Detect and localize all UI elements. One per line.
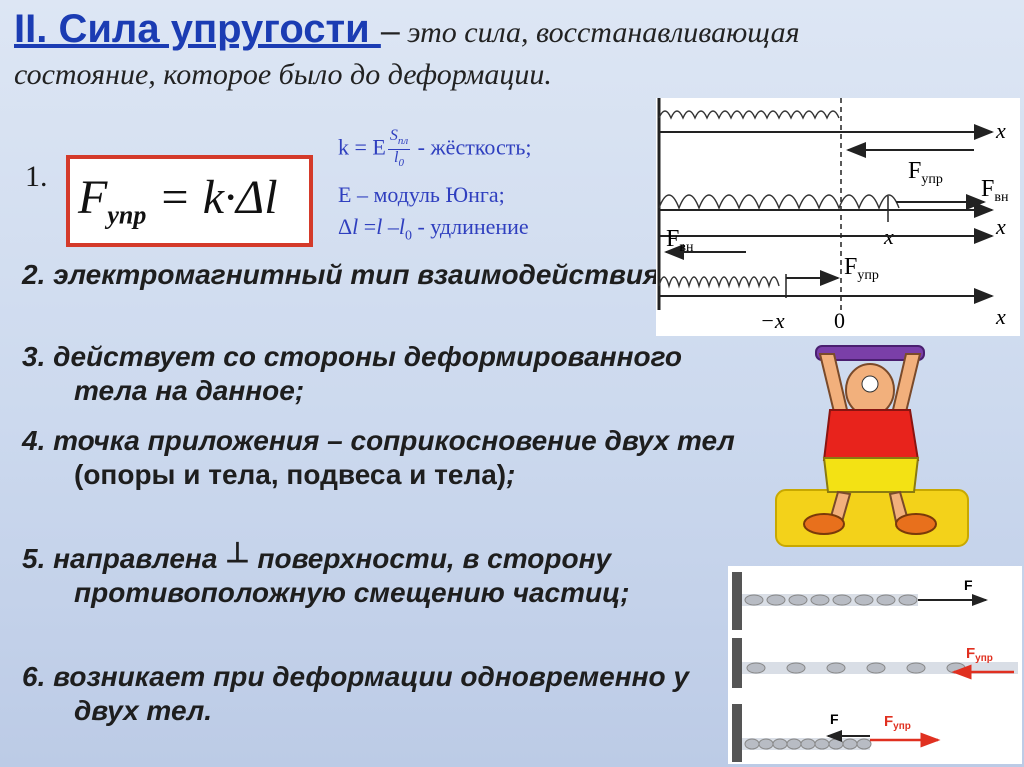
particles-diagram: F Fупр F Fупр [728, 566, 1022, 764]
spring-rest [658, 110, 840, 120]
axis-x-label-3: x [995, 304, 1006, 329]
left-shoe [803, 513, 845, 535]
formula-lhs-sub: упр [107, 200, 147, 230]
force-label-1: F [964, 577, 973, 593]
mat [775, 489, 969, 547]
strongman-illustration [775, 345, 969, 547]
red-shirt [822, 409, 920, 461]
formula-box [66, 155, 313, 247]
right-shoe [895, 513, 937, 535]
list-item-5-b: поверхности, в сторону противоположную с… [74, 543, 630, 608]
yellow-shorts [822, 457, 920, 493]
elastic-force-label-2: Fупр [884, 713, 911, 732]
formula-elastic-force: Fупр = k·Δl [78, 170, 278, 231]
list-item-4-c: ; [506, 459, 516, 490]
title-heading: II. Сила упругости [14, 7, 381, 51]
note-stiffness-text: - жёсткость; [412, 134, 532, 160]
wall-1 [732, 572, 742, 630]
title-dash: – [380, 12, 400, 50]
f-vn-label-2: Fвн [666, 226, 694, 255]
formula-lhs: F [78, 171, 108, 224]
rod-1 [742, 594, 918, 606]
right-arm [890, 353, 922, 416]
list-item-4: 4. точка приложения – соприкосновение дв… [22, 424, 742, 492]
frac-numerator-sub: пл [397, 135, 409, 148]
zero-label: 0 [834, 308, 845, 333]
perpendicular-symbol: ⊥ [225, 537, 250, 568]
minus-sign: – [382, 214, 399, 239]
list-item-5-a: 5. направлена [22, 543, 226, 574]
slide-title: II. Сила упругости – это сила, восстанав… [14, 8, 834, 96]
frac-numerator: S [389, 127, 398, 144]
spring-diagram: x Fупр Fвн x x Fвн Fупр −x 0 x [656, 98, 1020, 336]
eq-sign: = [358, 214, 377, 239]
wall-2 [732, 638, 742, 688]
expander-band [815, 345, 925, 361]
f-upr-label-2: Fупр [844, 254, 879, 283]
left-arm [818, 353, 850, 416]
list-item-3: 3. действует со стороны деформированного… [22, 341, 682, 406]
var-l: l [352, 214, 359, 239]
axis-x-label-1: x [995, 118, 1006, 143]
elastic-force-label-1: Fупр [966, 645, 993, 664]
wall-3 [732, 704, 742, 762]
formula-rhs: k·Δl [202, 171, 278, 224]
frac-denominator: l [394, 149, 399, 167]
list-item-2: 2. электромагнитный тип взаимодействия; [22, 259, 669, 290]
neg-x-label: −x [760, 308, 785, 333]
list-item-6: 6. возникает при деформации одновременно… [22, 661, 689, 726]
frac-denominator-sub: 0 [398, 157, 404, 170]
f-vn-label-1: Fвн [981, 176, 1009, 205]
spring-compressed [658, 276, 780, 289]
list-item-5: 5. направлена ⊥ поверхности, в сторону п… [22, 537, 742, 610]
eye [861, 375, 879, 393]
title-definition: это сила, восстанавливающая состояние, к… [14, 16, 800, 91]
particles-row-1 [744, 594, 918, 606]
list-item-4-a: 4. точка приложения – соприкосновение дв… [22, 425, 735, 456]
delta-symbol: Δ [338, 214, 353, 239]
note-young-modulus: E – модуль Юнга; [338, 182, 505, 207]
var-l0-sub: 0 [404, 228, 412, 244]
axis-x-label-2: x [995, 214, 1006, 239]
force-label-2: F [830, 711, 839, 727]
note-elongation-text: - удлинение [411, 214, 529, 239]
particles-row-3 [744, 738, 872, 750]
f-upr-label-1: Fупр [908, 158, 943, 187]
formula-eq: = [146, 171, 203, 224]
list-item-4-b: (опоры и тела, подвеса и тела) [74, 459, 507, 490]
item-number-1: 1. [25, 160, 48, 193]
note-elongation: Δl =l –l0 - удлинение [338, 212, 529, 251]
note-stiffness-lhs: k = E [338, 134, 386, 160]
var-l2: l [376, 214, 383, 239]
var-l0: l [398, 214, 405, 239]
spring-stretched [658, 194, 900, 210]
